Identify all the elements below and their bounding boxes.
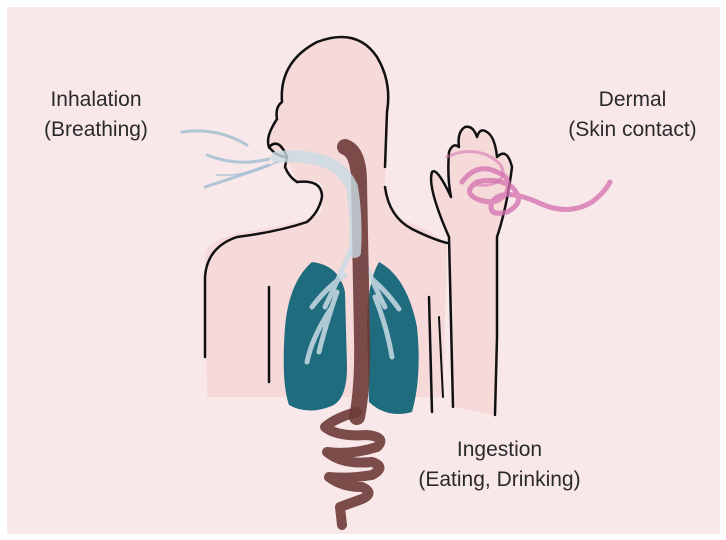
ingestion-title: Ingestion — [392, 435, 607, 465]
inhalation-label: Inhalation (Breathing) — [21, 85, 171, 145]
ingestion-detail: (Eating, Drinking) — [392, 465, 607, 495]
inhalation-detail: (Breathing) — [21, 115, 171, 145]
ingestion-label: Ingestion (Eating, Drinking) — [392, 435, 607, 495]
dermal-detail: (Skin contact) — [550, 115, 715, 145]
inhaled-air-stream-2 — [207, 155, 269, 162]
inhalation-title: Inhalation — [21, 85, 171, 115]
inhaled-air-stream-1 — [182, 131, 247, 145]
intestines — [325, 412, 380, 525]
exposure-routes-diagram: Inhalation (Breathing) Dermal (Skin cont… — [7, 7, 720, 534]
dermal-label: Dermal (Skin contact) — [550, 85, 715, 145]
dermal-title: Dermal — [550, 85, 715, 115]
